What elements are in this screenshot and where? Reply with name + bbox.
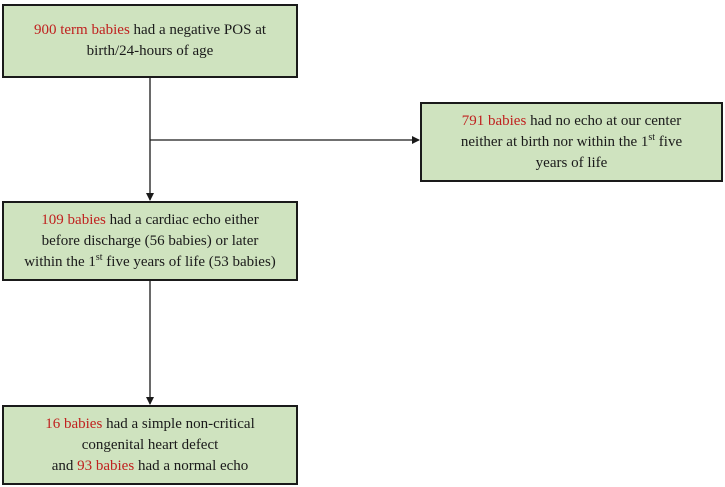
no-echo-box: 791 babies had no echo at our center nei…: [420, 102, 723, 182]
box3-line2: before discharge (56 babies) or later: [41, 232, 259, 249]
box4-line1: 16 babies had a simple non-critical: [45, 415, 255, 432]
box4-line3: and 93 babies had a normal echo: [51, 457, 249, 474]
negative-pos-box: 900 term babies had a negative POS at bi…: [2, 4, 298, 78]
box1-line1: 900 term babies had a negative POS at: [33, 22, 267, 38]
term-babies-count: 900 term babies: [33, 22, 130, 38]
box2-line1: 791 babies had no echo at our center: [461, 112, 682, 129]
outcome-box: 16 babies had a simple non-critical cong…: [2, 405, 298, 485]
cardiac-echo-box: 109 babies had a cardiac echo either bef…: [2, 201, 298, 281]
normal-echo-count: 93 babies: [77, 457, 135, 474]
no-echo-count: 791 babies: [461, 112, 527, 129]
box3-line1: 109 babies had a cardiac echo either: [41, 211, 259, 228]
box1-line2: birth/24-hours of age: [86, 43, 214, 59]
box4-line2: congenital heart defect: [81, 436, 219, 453]
box3-line3: within the 1st five years of life (53 ba…: [24, 251, 276, 270]
defect-count: 16 babies: [45, 415, 103, 432]
box2-line3: years of life: [535, 154, 608, 171]
echo-count: 109 babies: [41, 211, 106, 228]
box2-line2: neither at birth nor within the 1st five: [460, 131, 683, 150]
